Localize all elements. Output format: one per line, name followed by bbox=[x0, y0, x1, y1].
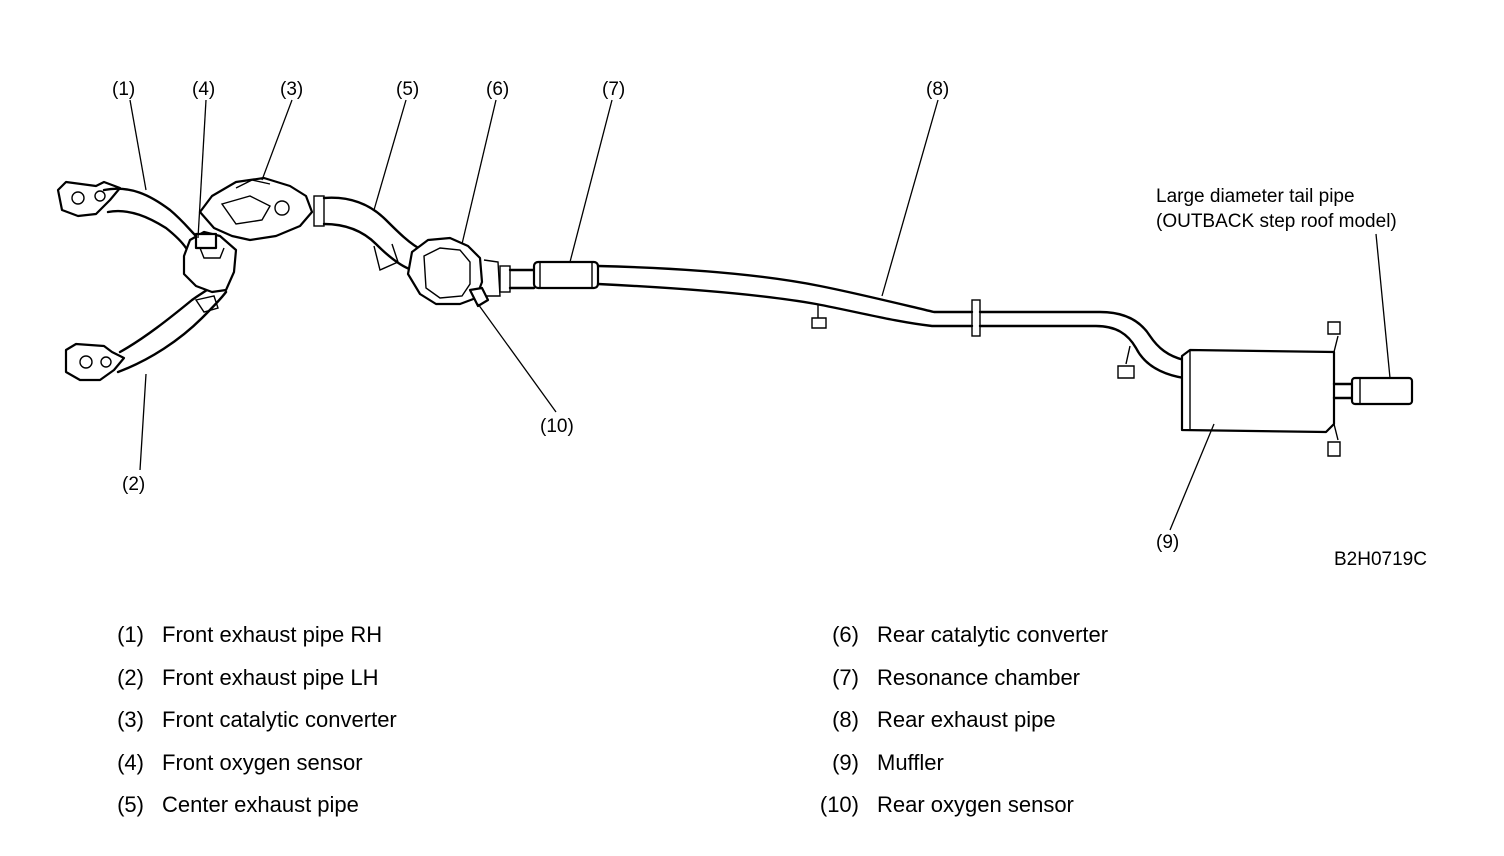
legend-number: (6) bbox=[832, 622, 859, 647]
resonance-chamber-part bbox=[508, 260, 600, 290]
legend-number: (3) bbox=[117, 707, 144, 732]
legend-number: (8) bbox=[832, 707, 859, 732]
legend-number: (7) bbox=[832, 664, 859, 690]
exhaust-system-diagram: (1) (4) (3) (5) (6) (7) (8) (10) (2) (9)… bbox=[56, 79, 1427, 570]
legend-label: Front exhaust pipe RH bbox=[162, 622, 383, 647]
legend-label: Rear oxygen sensor bbox=[877, 792, 1074, 817]
front-catalytic-converter-part bbox=[182, 176, 325, 294]
front-exhaust-pipe-lh-part bbox=[64, 284, 228, 382]
legend-item: (1) Front exhaust pipe RH bbox=[94, 614, 397, 657]
front-exhaust-pipe-rh-part bbox=[56, 180, 198, 250]
callout-2: (2) bbox=[122, 474, 145, 495]
callout-8: (8) bbox=[926, 79, 949, 100]
legend-label: Rear exhaust pipe bbox=[877, 707, 1056, 732]
legend-label: Resonance chamber bbox=[877, 664, 1081, 690]
legend-label: Rear catalytic converter bbox=[877, 622, 1109, 647]
muffler-part bbox=[1180, 321, 1414, 457]
legend-item: (3) Front catalytic converter bbox=[94, 699, 397, 742]
figure-code: B2H0719C bbox=[1334, 549, 1427, 570]
legend-label: Front exhaust pipe LH bbox=[162, 664, 379, 690]
legend-label: Muffler bbox=[877, 749, 944, 775]
legend-item: (10) Rear oxygen sensor bbox=[809, 784, 1108, 827]
callout-3: (3) bbox=[280, 79, 303, 100]
legend-number: (10) bbox=[819, 792, 859, 817]
callout-7: (7) bbox=[602, 79, 625, 100]
leader-lines bbox=[129, 99, 1391, 531]
legend-number: (1) bbox=[117, 622, 144, 647]
legend-right-column: (6) Rear catalytic converter (7) Resonan… bbox=[809, 614, 1108, 827]
legend-number: (5) bbox=[117, 792, 144, 817]
legend-item: (2) Front exhaust pipe LH bbox=[94, 657, 397, 700]
legend-item: (8) Rear exhaust pipe bbox=[809, 699, 1108, 742]
legend-item: (7) Resonance chamber bbox=[809, 657, 1108, 700]
callout-1: (1) bbox=[112, 79, 135, 100]
callout-5: (5) bbox=[396, 79, 419, 100]
legend-item: (9) Muffler bbox=[809, 742, 1108, 785]
callout-9: (9) bbox=[1156, 532, 1179, 553]
center-exhaust-pipe-part bbox=[322, 196, 424, 272]
legend-item: (4) Front oxygen sensor bbox=[94, 742, 397, 785]
rear-exhaust-pipe-part bbox=[596, 264, 1186, 380]
tail-pipe-note-line1: Large diameter tail pipe bbox=[1156, 186, 1355, 207]
legend-label: Front oxygen sensor bbox=[162, 749, 363, 775]
legend-item: (6) Rear catalytic converter bbox=[809, 614, 1108, 657]
rear-oxygen-sensor-part bbox=[468, 286, 490, 308]
rear-catalytic-converter-part bbox=[406, 236, 511, 306]
callout-10: (10) bbox=[540, 416, 574, 437]
callout-6: (6) bbox=[486, 79, 509, 100]
tail-pipe-note-line2: (OUTBACK step roof model) bbox=[1156, 211, 1397, 232]
legend-label: Front catalytic converter bbox=[162, 707, 397, 732]
legend-number: (2) bbox=[117, 664, 144, 690]
front-oxygen-sensor-part bbox=[194, 232, 225, 259]
legend-number: (9) bbox=[832, 749, 859, 775]
callout-4: (4) bbox=[192, 79, 215, 100]
legend-left-column: (1) Front exhaust pipe RH (2) Front exha… bbox=[94, 614, 397, 827]
legend-item: (5) Center exhaust pipe bbox=[94, 784, 397, 827]
legend-number: (4) bbox=[117, 749, 144, 775]
legend-label: Center exhaust pipe bbox=[162, 792, 359, 817]
